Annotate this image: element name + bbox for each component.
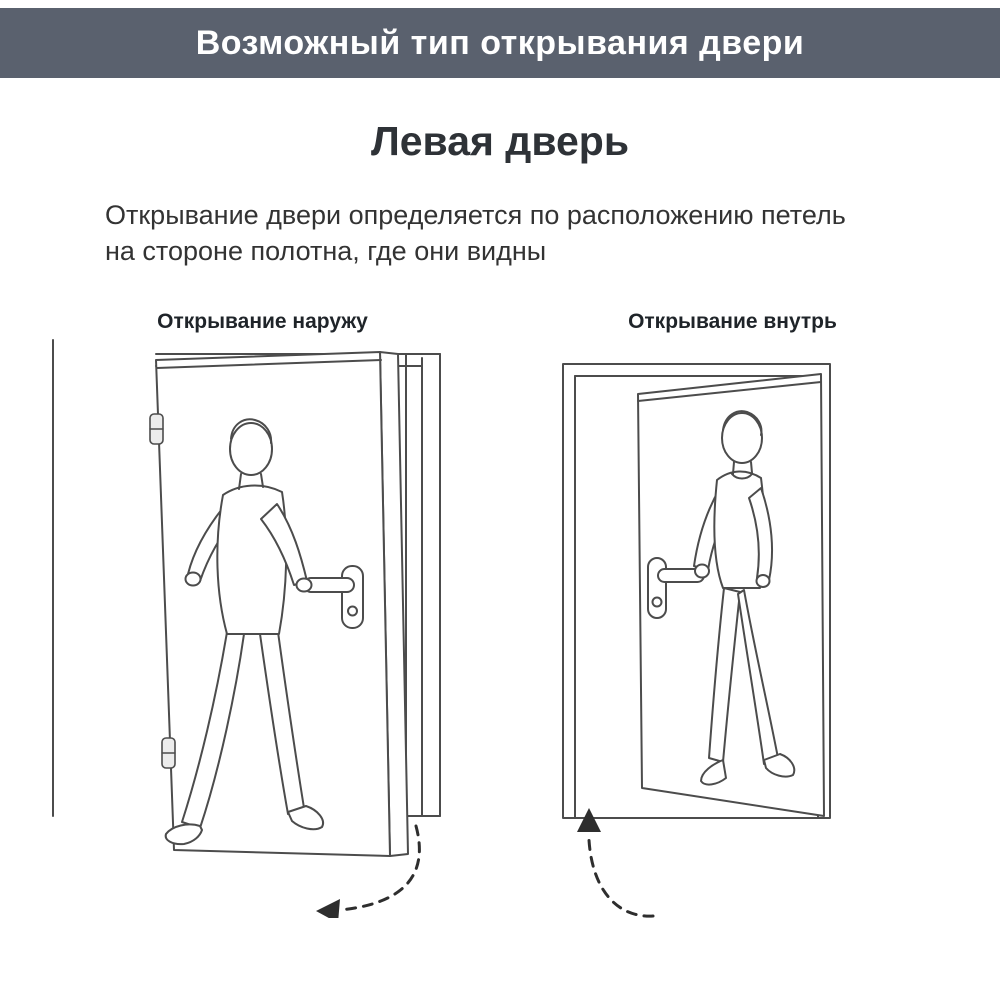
swing-arrow-inward xyxy=(576,807,654,918)
panel-opening-outward: Открывание наружу xyxy=(35,310,490,918)
infographic-page: Возможный тип открывания двери Левая две… xyxy=(0,8,1000,1000)
description-line-2: на стороне полотна, где они видны xyxy=(105,236,547,267)
swing-arrow-outward xyxy=(315,824,421,918)
door-handle-right xyxy=(646,556,705,619)
page-title: Левая дверь xyxy=(370,118,630,164)
hinge-bottom xyxy=(160,737,176,769)
panel-opening-inward: Открывание внутрь xyxy=(505,310,960,918)
banner-title: Возможный тип открывания двери xyxy=(195,23,805,62)
door-handle-left xyxy=(302,564,364,629)
title-banner: Возможный тип открывания двери xyxy=(0,8,1000,78)
person-outward xyxy=(164,418,324,845)
illustration-panels: Открывание наружу xyxy=(0,310,1000,918)
illustration-outward xyxy=(51,338,441,918)
person-inward xyxy=(692,410,795,786)
description-text: Открывание двери определяется по располо… xyxy=(105,197,920,270)
panel-label-inward: Открывание внутрь xyxy=(628,309,837,333)
panel-label-outward: Открывание наружу xyxy=(157,309,368,333)
description-line-1: Открывание двери определяется по располо… xyxy=(105,200,846,230)
illustration-inward xyxy=(561,362,831,918)
hinge-top xyxy=(148,413,164,445)
